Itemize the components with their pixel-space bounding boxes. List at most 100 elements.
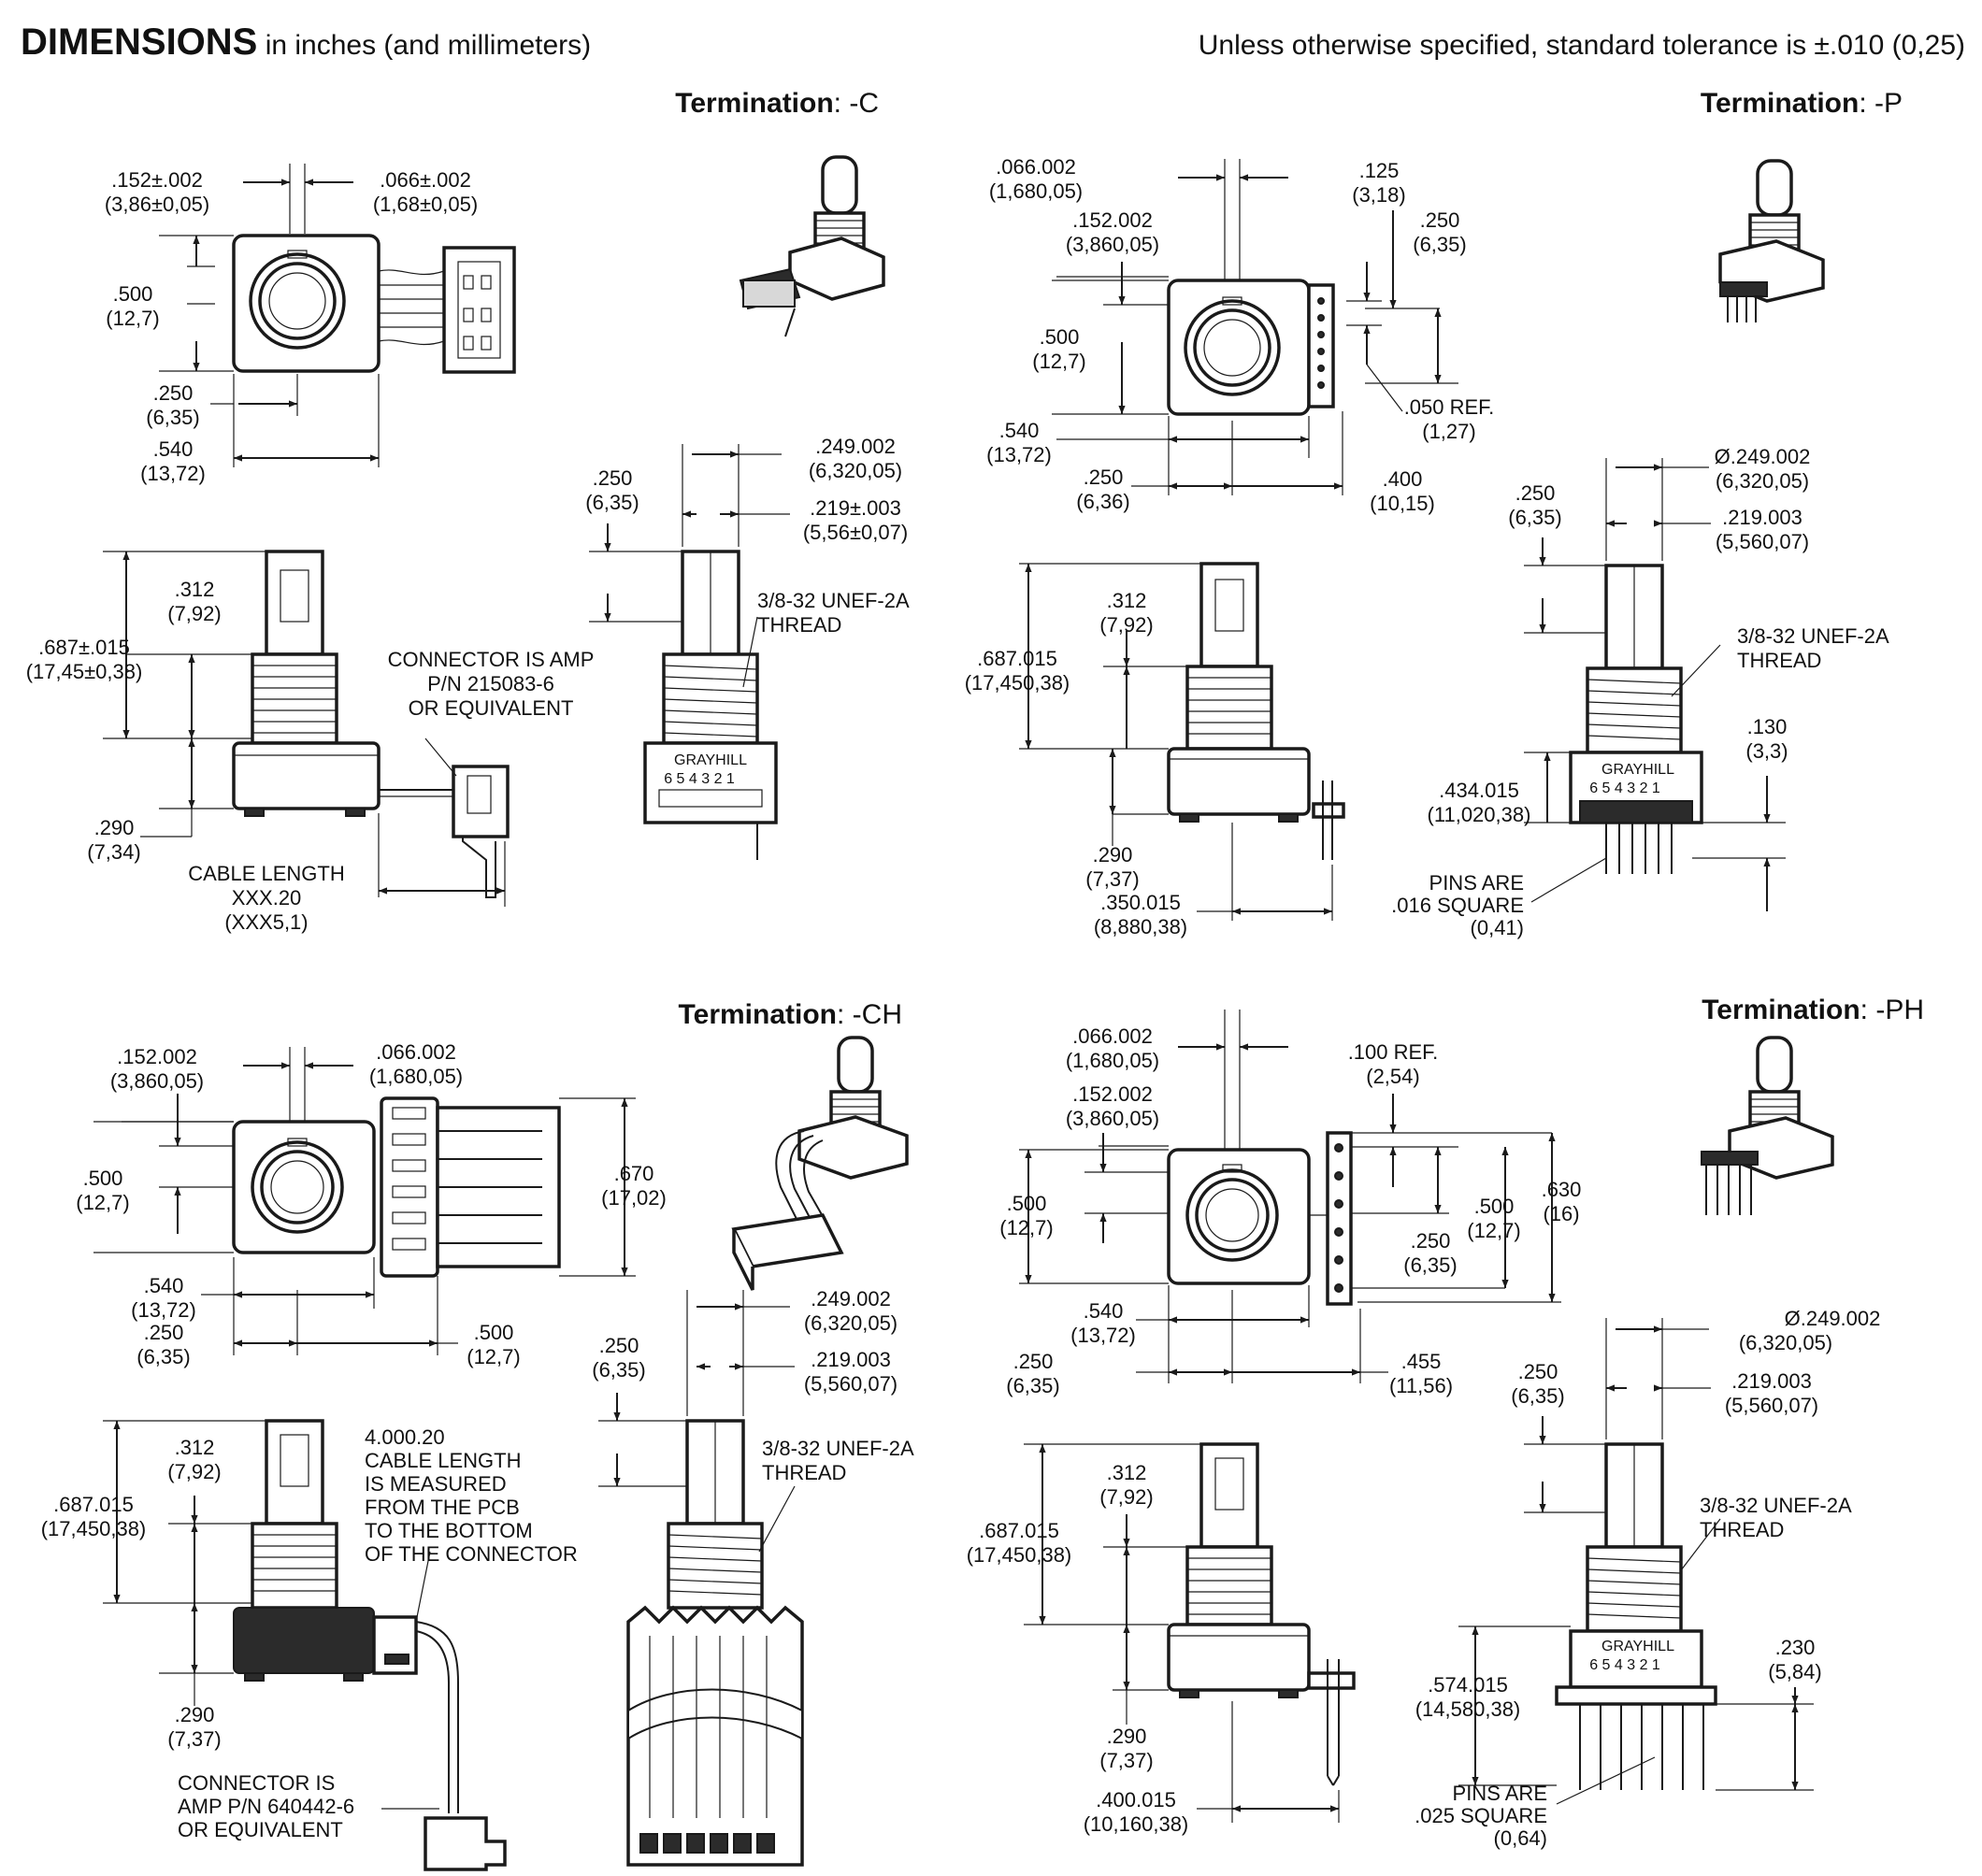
ph-iso-view bbox=[1701, 1036, 1834, 1215]
svg-text:.290: .290 bbox=[1093, 843, 1133, 866]
dim-ch-670: .670(17,02) bbox=[601, 1162, 667, 1210]
dim-c-250b: .250(6,35) bbox=[585, 466, 639, 514]
svg-text:CABLE LENGTH: CABLE LENGTH bbox=[188, 862, 345, 885]
svg-text:.434.015: .434.015 bbox=[1439, 779, 1519, 802]
dim-p-500: .500(12,7) bbox=[1032, 325, 1085, 373]
svg-text:CABLE LENGTH: CABLE LENGTH bbox=[365, 1449, 522, 1472]
svg-text:3/8-32 UNEF-2A: 3/8-32 UNEF-2A bbox=[1737, 624, 1889, 648]
svg-text:.250: .250 bbox=[1411, 1229, 1451, 1253]
svg-text:.500: .500 bbox=[83, 1167, 123, 1190]
svg-text:THREAD: THREAD bbox=[1737, 649, 1821, 672]
dim-ph-630: .630(16) bbox=[1542, 1178, 1582, 1225]
svg-text:.066±.002: .066±.002 bbox=[380, 168, 471, 192]
ph-grayhill-mark: GRAYHILL bbox=[1601, 1639, 1674, 1654]
svg-text:.066.002: .066.002 bbox=[376, 1040, 456, 1064]
svg-text:3/8-32 UNEF-2A: 3/8-32 UNEF-2A bbox=[757, 589, 910, 612]
sheet-title: DIMENSIONS in inches (and millimeters) bbox=[21, 21, 591, 63]
svg-text:(14,580,38): (14,580,38) bbox=[1415, 1697, 1521, 1721]
svg-text:.687.015: .687.015 bbox=[977, 647, 1057, 670]
dim-p-066: .066.002(1,680,05) bbox=[989, 155, 1083, 203]
dim-c-500: .500(12,7) bbox=[106, 282, 159, 330]
section-ph: .066.002(1,680,05) .100 REF.(2,54) .152.… bbox=[967, 1010, 1881, 1850]
dim-ph-540: .540(13,72) bbox=[1070, 1299, 1136, 1347]
svg-text:PINS ARE: PINS ARE bbox=[1453, 1782, 1547, 1805]
svg-text:.066.002: .066.002 bbox=[1072, 1024, 1153, 1048]
dim-ph-100: .100 REF.(2,54) bbox=[1348, 1040, 1439, 1088]
svg-text:3/8-32 UNEF-2A: 3/8-32 UNEF-2A bbox=[1700, 1494, 1852, 1517]
dim-ph-250b: .250(6,35) bbox=[1006, 1350, 1059, 1397]
svg-text:AMP P/N 640442-6: AMP P/N 640442-6 bbox=[178, 1795, 354, 1818]
dim-ph-066: .066.002(1,680,05) bbox=[1066, 1024, 1159, 1072]
dim-ph-152: .152.002(3,860,05) bbox=[1066, 1082, 1159, 1130]
dim-ph-574: .574.015(14,580,38) bbox=[1415, 1673, 1521, 1721]
svg-text:.250: .250 bbox=[593, 466, 633, 490]
tolerance-note: Unless otherwise specified, standard tol… bbox=[1199, 30, 1965, 61]
svg-text:OR EQUIVALENT: OR EQUIVALENT bbox=[178, 1818, 343, 1841]
section-title-c: Termination: -C bbox=[675, 88, 879, 119]
svg-text:(13,72): (13,72) bbox=[131, 1298, 196, 1322]
dim-c-152: .152±.002(3,86±0,05) bbox=[105, 168, 209, 216]
svg-text:.400.015: .400.015 bbox=[1096, 1788, 1176, 1812]
svg-text:.100 REF.: .100 REF. bbox=[1348, 1040, 1439, 1064]
svg-text:THREAD: THREAD bbox=[1700, 1518, 1784, 1541]
dim-c-540: .540(13,72) bbox=[140, 437, 206, 485]
svg-text:(6,35): (6,35) bbox=[1511, 1384, 1564, 1408]
svg-text:.250: .250 bbox=[1420, 208, 1460, 232]
ph-front-view: GRAYHILL 6 5 4 3 2 1 bbox=[1555, 1442, 1717, 1790]
svg-text:(13,72): (13,72) bbox=[986, 443, 1052, 466]
c-front-view: GRAYHILL 6 5 4 3 2 1 bbox=[643, 550, 778, 860]
svg-text:CONNECTOR IS AMP: CONNECTOR IS AMP bbox=[388, 648, 595, 671]
svg-text:(6,320,05): (6,320,05) bbox=[804, 1311, 898, 1335]
ch-front-view bbox=[626, 1419, 804, 1867]
svg-text:(6,36): (6,36) bbox=[1076, 490, 1129, 513]
svg-text:(6,320,05): (6,320,05) bbox=[1739, 1331, 1832, 1354]
svg-text:.455: .455 bbox=[1401, 1350, 1442, 1373]
svg-text:THREAD: THREAD bbox=[762, 1461, 846, 1484]
svg-text:.250: .250 bbox=[1518, 1360, 1558, 1383]
svg-text:(1,680,05): (1,680,05) bbox=[989, 179, 1083, 203]
svg-text:Ø.249.002: Ø.249.002 bbox=[1785, 1307, 1881, 1330]
svg-text:IS MEASURED: IS MEASURED bbox=[365, 1472, 507, 1496]
svg-text:(XXX5,1): (XXX5,1) bbox=[224, 910, 308, 934]
svg-text:.350.015: .350.015 bbox=[1100, 891, 1181, 914]
svg-text:(6,35): (6,35) bbox=[1508, 506, 1561, 529]
dim-ph-249: Ø.249.002(6,320,05) bbox=[1739, 1307, 1881, 1354]
svg-text:.250: .250 bbox=[144, 1321, 184, 1344]
svg-text:.250: .250 bbox=[1013, 1350, 1054, 1373]
svg-text:.540: .540 bbox=[153, 437, 194, 461]
svg-text:(17,450,38): (17,450,38) bbox=[41, 1517, 147, 1540]
dim-ph-400: .400.015(10,160,38) bbox=[1084, 1788, 1189, 1836]
svg-text:.540: .540 bbox=[144, 1274, 184, 1297]
note-p-pins: PINS ARE.016 SQUARE(0,41) bbox=[1391, 871, 1524, 939]
svg-text:.500: .500 bbox=[1040, 325, 1080, 349]
svg-text:(6,320,05): (6,320,05) bbox=[1716, 469, 1809, 493]
svg-text:.500: .500 bbox=[113, 282, 153, 306]
svg-text:3/8-32 UNEF-2A: 3/8-32 UNEF-2A bbox=[762, 1437, 914, 1460]
svg-text:.249.002: .249.002 bbox=[811, 1287, 891, 1310]
dim-ph-455: .455(11,56) bbox=[1389, 1350, 1453, 1397]
svg-text:(12,7): (12,7) bbox=[76, 1191, 129, 1214]
svg-text:(7,92): (7,92) bbox=[1099, 613, 1153, 637]
svg-text:(10,15): (10,15) bbox=[1370, 492, 1435, 515]
svg-text:XXX.20: XXX.20 bbox=[232, 886, 302, 909]
dim-p-350: .350.015(8,880,38) bbox=[1094, 891, 1187, 938]
dim-c-219: .219±.003(5,56±0,07) bbox=[803, 496, 908, 544]
dim-p-249: Ø.249.002(6,320,05) bbox=[1715, 445, 1811, 493]
svg-text:.066.002: .066.002 bbox=[996, 155, 1076, 179]
svg-text:CONNECTOR IS: CONNECTOR IS bbox=[178, 1771, 335, 1795]
dim-ph-687: .687.015(17,450,38) bbox=[967, 1519, 1072, 1567]
dim-ch-312: .312(7,92) bbox=[167, 1436, 221, 1483]
svg-text:.312: .312 bbox=[175, 1436, 215, 1459]
svg-text:OF THE CONNECTOR: OF THE CONNECTOR bbox=[365, 1542, 578, 1566]
c-pin-numbers: 6 5 4 3 2 1 bbox=[664, 771, 735, 787]
svg-text:.219.003: .219.003 bbox=[1722, 506, 1802, 529]
dim-ph-312: .312(7,92) bbox=[1099, 1461, 1153, 1509]
c-top-view bbox=[232, 234, 516, 374]
note-ph-pins: PINS ARE.025 SQUARE(0,64) bbox=[1415, 1782, 1547, 1850]
svg-text:.250: .250 bbox=[153, 381, 194, 405]
